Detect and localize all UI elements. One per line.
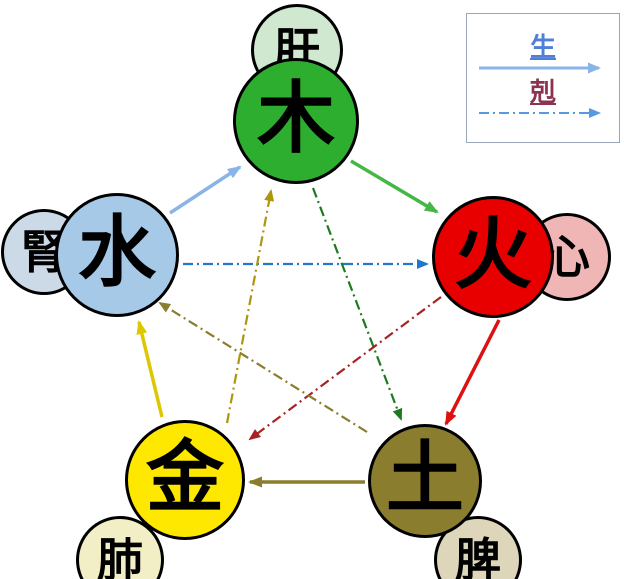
element-circle-earth: 土 — [368, 424, 482, 538]
element-label-water: 水 — [77, 207, 156, 298]
element-label-wood: 木 — [256, 73, 335, 164]
legend-arrow-generate — [479, 62, 601, 74]
element-circle-water: 水 — [55, 193, 179, 317]
arrow-wood-overcomes-earth — [311, 187, 403, 421]
element-circle-fire: 火 — [432, 196, 554, 318]
arrow-metal-overcomes-wood — [225, 189, 275, 424]
arrow-metal-to-water — [136, 320, 164, 418]
element-label-fire: 火 — [453, 209, 532, 300]
element-label-metal: 金 — [145, 432, 224, 523]
legend-label-overcome: 剋 — [529, 78, 556, 108]
legend-label-generate: 生 — [529, 33, 556, 64]
organ-label-lung: 肺 — [97, 533, 143, 579]
element-circle-wood: 木 — [233, 58, 359, 184]
organ-label-spleen: 脾 — [455, 533, 501, 579]
arrow-earth-overcomes-water — [158, 301, 368, 433]
arrow-wood-to-fire — [350, 159, 439, 214]
legend-arrow-overcome — [479, 107, 601, 118]
arrow-water-to-wood — [169, 165, 242, 215]
arrow-fire-overcomes-metal — [248, 296, 442, 441]
element-circle-metal: 金 — [125, 420, 245, 540]
arrow-fire-to-earth — [444, 319, 501, 426]
element-label-earth: 土 — [385, 433, 464, 524]
legend-row-generate: 生 — [467, 34, 619, 77]
legend-box: 生 剋 — [466, 13, 620, 143]
legend-row-overcome: 剋 — [467, 79, 619, 122]
